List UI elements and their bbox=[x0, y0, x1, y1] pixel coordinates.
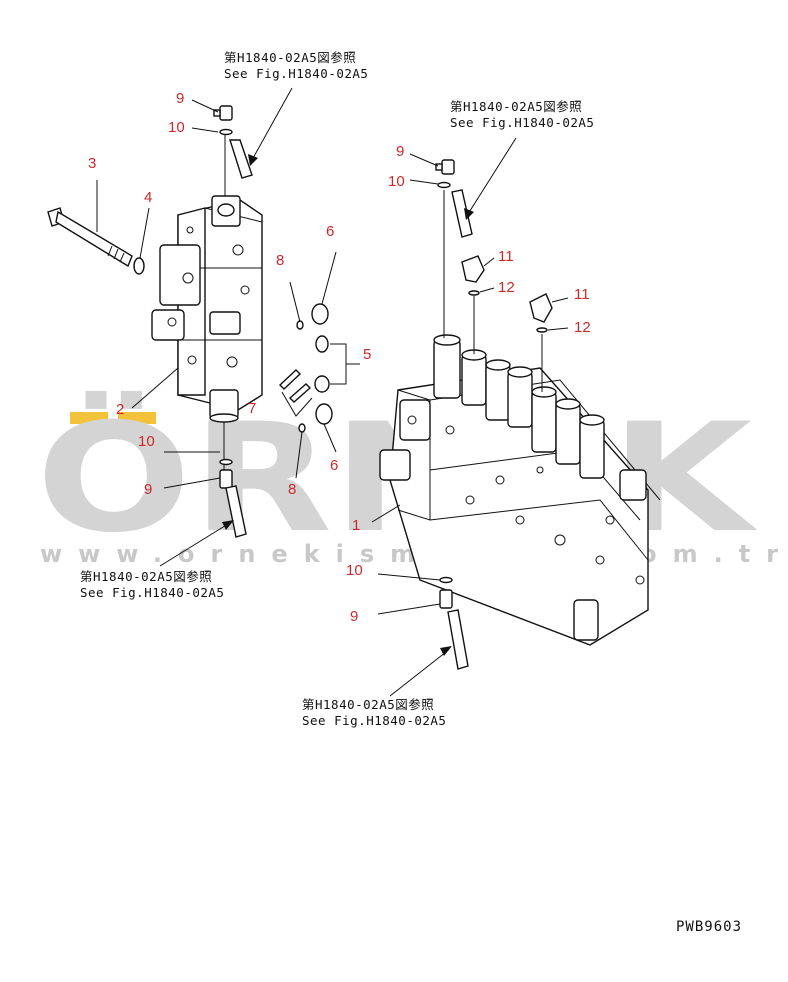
callout-label: 12 bbox=[574, 319, 591, 336]
valve-section-left bbox=[151, 195, 263, 423]
reference-jp: 第H1840-02A5図参照 bbox=[450, 99, 582, 114]
callout-label: 10 bbox=[346, 562, 363, 579]
elbow-fitting-11-right bbox=[529, 293, 553, 392]
callouts: 9 10 3 4 6 8 5 7 2 10 9 9 10 11 12 11 12… bbox=[88, 90, 591, 625]
reference-note-bottom-right: 第H1840-02A5図参照 See Fig.H1840-02A5 bbox=[302, 697, 446, 728]
callout-label: 5 bbox=[363, 346, 371, 363]
elbow-fitting-11-left bbox=[461, 255, 485, 354]
reference-jp: 第H1840-02A5図参照 bbox=[80, 569, 212, 584]
reference-note-bottom-left: 第H1840-02A5図参照 See Fig.H1840-02A5 bbox=[80, 569, 224, 600]
callout-label: 9 bbox=[144, 481, 152, 498]
reference-note-top-left: 第H1840-02A5図参照 See Fig.H1840-02A5 bbox=[224, 50, 368, 81]
fitting-bottom-left bbox=[219, 422, 247, 538]
reference-en: See Fig.H1840-02A5 bbox=[80, 585, 224, 600]
callout-label: 10 bbox=[388, 173, 405, 190]
reference-jp: 第H1840-02A5図参照 bbox=[302, 697, 434, 712]
washer-part-4 bbox=[133, 257, 145, 275]
fitting-top-right bbox=[435, 159, 473, 338]
reference-en: See Fig.H1840-02A5 bbox=[450, 115, 594, 130]
control-valve-assembly bbox=[379, 334, 661, 646]
callout-label: 9 bbox=[396, 143, 404, 160]
callout-label: 7 bbox=[248, 400, 256, 417]
callout-label: 1 bbox=[352, 517, 360, 534]
callout-label: 3 bbox=[88, 155, 96, 172]
callout-label: 6 bbox=[326, 223, 334, 240]
fitting-bottom-right bbox=[439, 576, 469, 670]
bolt-part-3 bbox=[47, 207, 133, 268]
reference-note-top-right: 第H1840-02A5図参照 See Fig.H1840-02A5 bbox=[450, 99, 594, 130]
callout-label: 4 bbox=[144, 189, 152, 206]
callout-label: 10 bbox=[138, 433, 155, 450]
drawing-code: PWB9603 bbox=[676, 919, 742, 935]
leader-lines bbox=[96, 87, 569, 697]
callout-label: 11 bbox=[574, 286, 590, 303]
reference-en: See Fig.H1840-02A5 bbox=[302, 713, 446, 728]
callout-label: 9 bbox=[350, 608, 358, 625]
callout-label: 2 bbox=[116, 401, 124, 418]
seal-set bbox=[278, 303, 333, 433]
callout-label: 8 bbox=[288, 481, 296, 498]
callout-label: 6 bbox=[330, 457, 338, 474]
watermark-accent-mark bbox=[118, 412, 156, 424]
reference-jp: 第H1840-02A5図参照 bbox=[224, 50, 356, 65]
callout-label: 10 bbox=[168, 119, 185, 136]
watermark-accent-mark bbox=[70, 412, 108, 424]
callout-label: 12 bbox=[498, 279, 515, 296]
callout-label: 8 bbox=[276, 252, 284, 269]
callout-label: 9 bbox=[176, 90, 184, 107]
fitting-top-left bbox=[213, 105, 253, 196]
callout-label: 11 bbox=[498, 248, 514, 265]
reference-en: See Fig.H1840-02A5 bbox=[224, 66, 368, 81]
